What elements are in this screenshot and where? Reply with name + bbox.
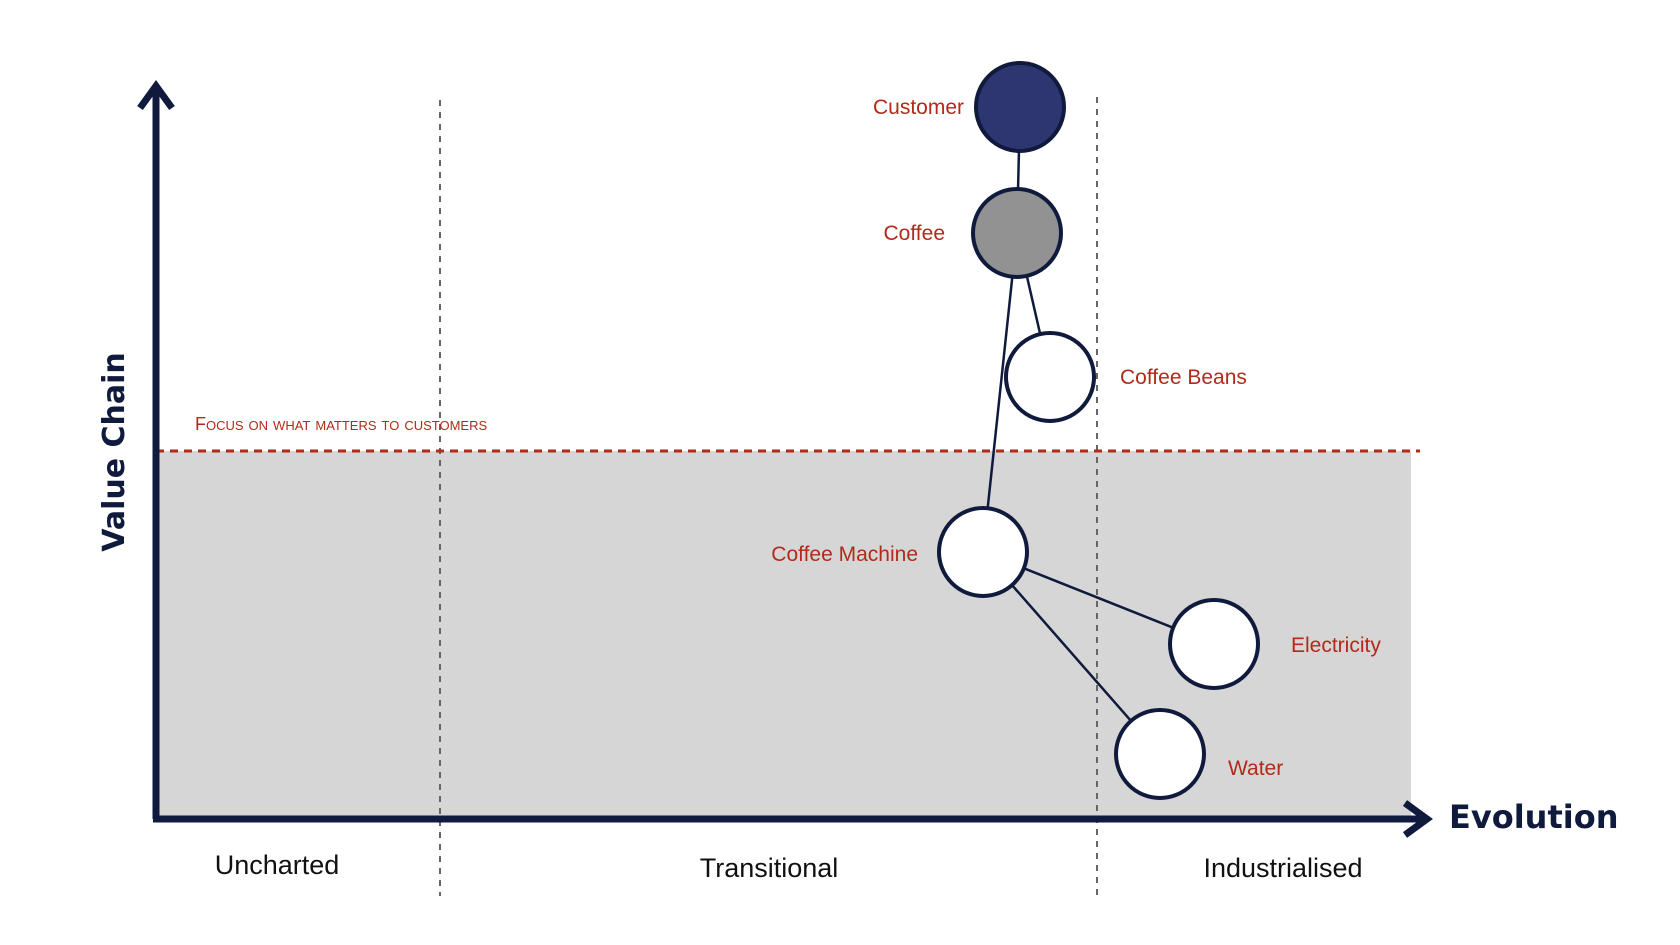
stage-transitional: Transitional xyxy=(700,853,839,883)
node-coffee-beans[interactable] xyxy=(1004,331,1096,423)
node-water[interactable] xyxy=(1114,708,1206,800)
node-coffee[interactable] xyxy=(971,187,1063,279)
label-coffee: Coffee xyxy=(884,222,946,245)
link-coffee-machine xyxy=(981,232,1019,553)
focus-line-label: Focus on what matters to customers xyxy=(195,414,487,434)
x-axis-arrow-icon xyxy=(1402,800,1433,838)
label-customer: Customer xyxy=(873,96,964,119)
label-water: Water xyxy=(1228,757,1283,780)
node-customer[interactable] xyxy=(974,61,1066,153)
y-axis-arrow-icon xyxy=(137,80,175,111)
x-axis-label: Evolution xyxy=(1449,798,1618,836)
node-electricity[interactable] xyxy=(1168,598,1260,690)
y-axis-label: Value Chain xyxy=(97,352,132,552)
label-electricity: Electricity xyxy=(1291,634,1381,657)
stage-uncharted: Uncharted xyxy=(215,850,340,880)
label-coffee-beans: Coffee Beans xyxy=(1120,366,1247,389)
label-coffee-machine: Coffee Machine xyxy=(771,543,918,566)
stage-industrialised: Industrialised xyxy=(1203,853,1362,883)
node-coffee-machine[interactable] xyxy=(937,506,1029,598)
